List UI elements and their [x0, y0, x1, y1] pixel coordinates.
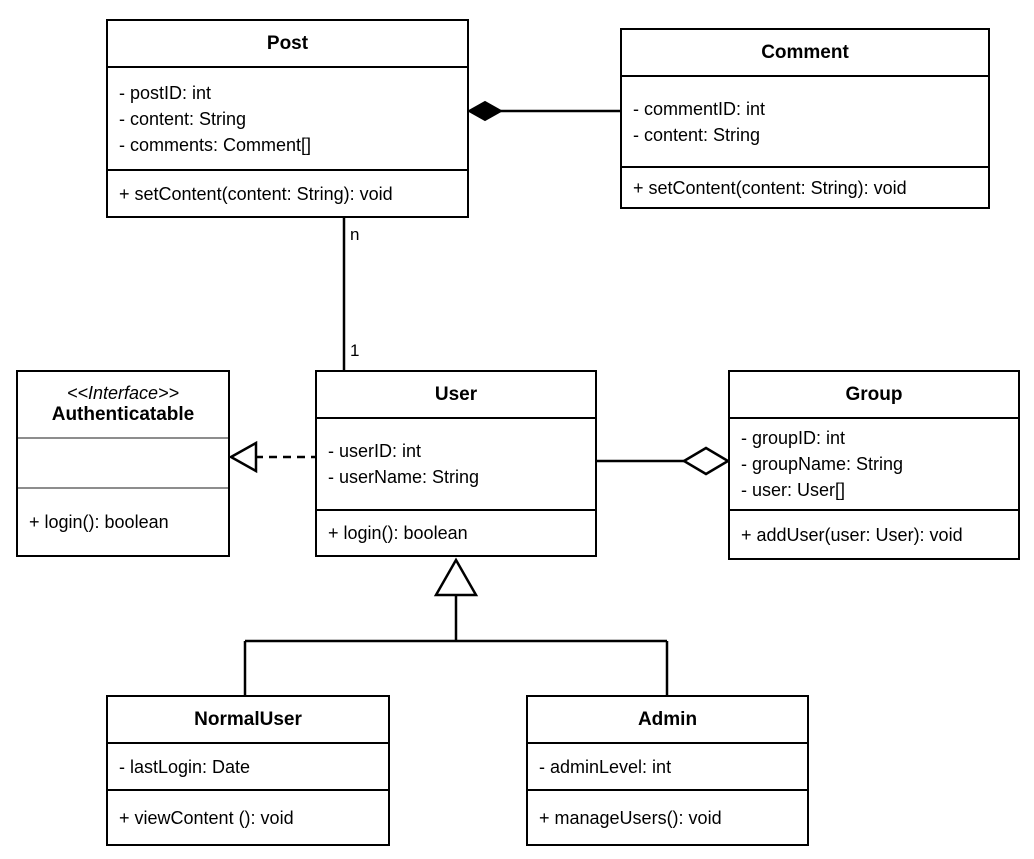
attribute-row: - adminLevel: int — [539, 756, 672, 777]
attributes-compartment-authenticatable — [18, 437, 228, 487]
multiplicity-label-n: n — [350, 225, 360, 244]
attributes-compartment-user: - userID: int - userName: String — [317, 417, 595, 509]
attribute-row: - userName: String — [328, 467, 480, 487]
class-header-admin: Admin — [528, 697, 807, 742]
attributes-compartment-comment: - commentID: int - content: String — [622, 75, 988, 166]
attributes-compartment-group: - groupID: int - groupName: String - use… — [730, 417, 1018, 509]
class-name-comment: Comment — [761, 41, 849, 63]
class-name-normaluser: NormalUser — [194, 708, 302, 730]
class-box-normaluser[interactable]: NormalUser - lastLogin: Date + viewConte… — [106, 695, 390, 846]
realization-user-authenticatable — [228, 440, 315, 474]
attribute-row: - groupName: String — [741, 454, 904, 474]
methods-compartment-comment: + setContent(content: String): void — [622, 166, 988, 207]
class-name-group: Group — [845, 383, 903, 405]
method-row: + setContent(content: String): void — [633, 177, 907, 198]
class-box-authenticatable[interactable]: <<Interface>> Authenticatable + login():… — [16, 370, 230, 557]
class-header-post: Post — [108, 21, 467, 66]
attributes-compartment-admin: - adminLevel: int — [528, 742, 807, 789]
class-name-admin: Admin — [637, 708, 698, 730]
generalization-subclasses-user — [243, 557, 669, 695]
class-header-comment: Comment — [622, 30, 988, 75]
attributes-compartment-normaluser: - lastLogin: Date — [108, 742, 388, 789]
class-box-post[interactable]: Post - postID: int - content: String - c… — [106, 19, 469, 218]
class-name-user: User — [434, 383, 478, 405]
attributes-compartment-post: - postID: int - content: String - commen… — [108, 66, 467, 169]
attribute-row: - groupID: int — [741, 428, 846, 448]
class-box-comment[interactable]: Comment - commentID: int - content: Stri… — [620, 28, 990, 209]
attribute-row: - user: User[] — [741, 480, 846, 500]
class-header-authenticatable: <<Interface>> Authenticatable — [18, 372, 228, 437]
attribute-row: - content: String — [119, 108, 247, 129]
attribute-row: - postID: int — [119, 82, 212, 103]
class-header-normaluser: NormalUser — [108, 697, 388, 742]
class-header-group: Group — [730, 372, 1018, 417]
attribute-row: - content: String — [633, 124, 761, 145]
class-header-user: User — [317, 372, 595, 417]
attribute-row: - commentID: int — [633, 98, 766, 119]
class-box-group[interactable]: Group - groupID: int - groupName: String… — [728, 370, 1020, 560]
stereotype-label: <<Interface>> — [66, 383, 180, 403]
method-row: + setContent(content: String): void — [119, 183, 393, 204]
methods-compartment-normaluser: + viewContent (): void — [108, 789, 388, 844]
methods-compartment-group: + addUser(user: User): void — [730, 509, 1018, 558]
methods-compartment-post: + setContent(content: String): void — [108, 169, 467, 216]
class-name-authenticatable: Authenticatable — [51, 404, 195, 425]
methods-compartment-user: + login(): boolean — [317, 509, 595, 555]
multiplicity-label-1: 1 — [350, 341, 360, 360]
attribute-row: - comments: Comment[] — [119, 134, 312, 155]
hollow-triangle-icon — [433, 557, 479, 597]
class-box-admin[interactable]: Admin - adminLevel: int + manageUsers():… — [526, 695, 809, 846]
method-row: + login(): boolean — [328, 523, 468, 543]
method-row: + login(): boolean — [29, 512, 169, 532]
class-name-post: Post — [266, 32, 309, 54]
aggregation-user-group — [597, 446, 731, 476]
attribute-row: - lastLogin: Date — [119, 756, 251, 777]
composition-post-comment — [466, 100, 620, 122]
hollow-diamond-icon — [681, 446, 731, 476]
methods-compartment-admin: + manageUsers(): void — [528, 789, 807, 844]
method-row: + manageUsers(): void — [539, 807, 722, 828]
attribute-row: - userID: int — [328, 441, 422, 461]
filled-diamond-icon — [466, 100, 504, 122]
class-box-user[interactable]: User - userID: int - userName: String + … — [315, 370, 597, 557]
method-row: + viewContent (): void — [119, 807, 294, 828]
method-row: + addUser(user: User): void — [741, 524, 963, 545]
hollow-triangle-icon — [228, 440, 258, 474]
methods-compartment-authenticatable: + login(): boolean — [18, 487, 228, 555]
